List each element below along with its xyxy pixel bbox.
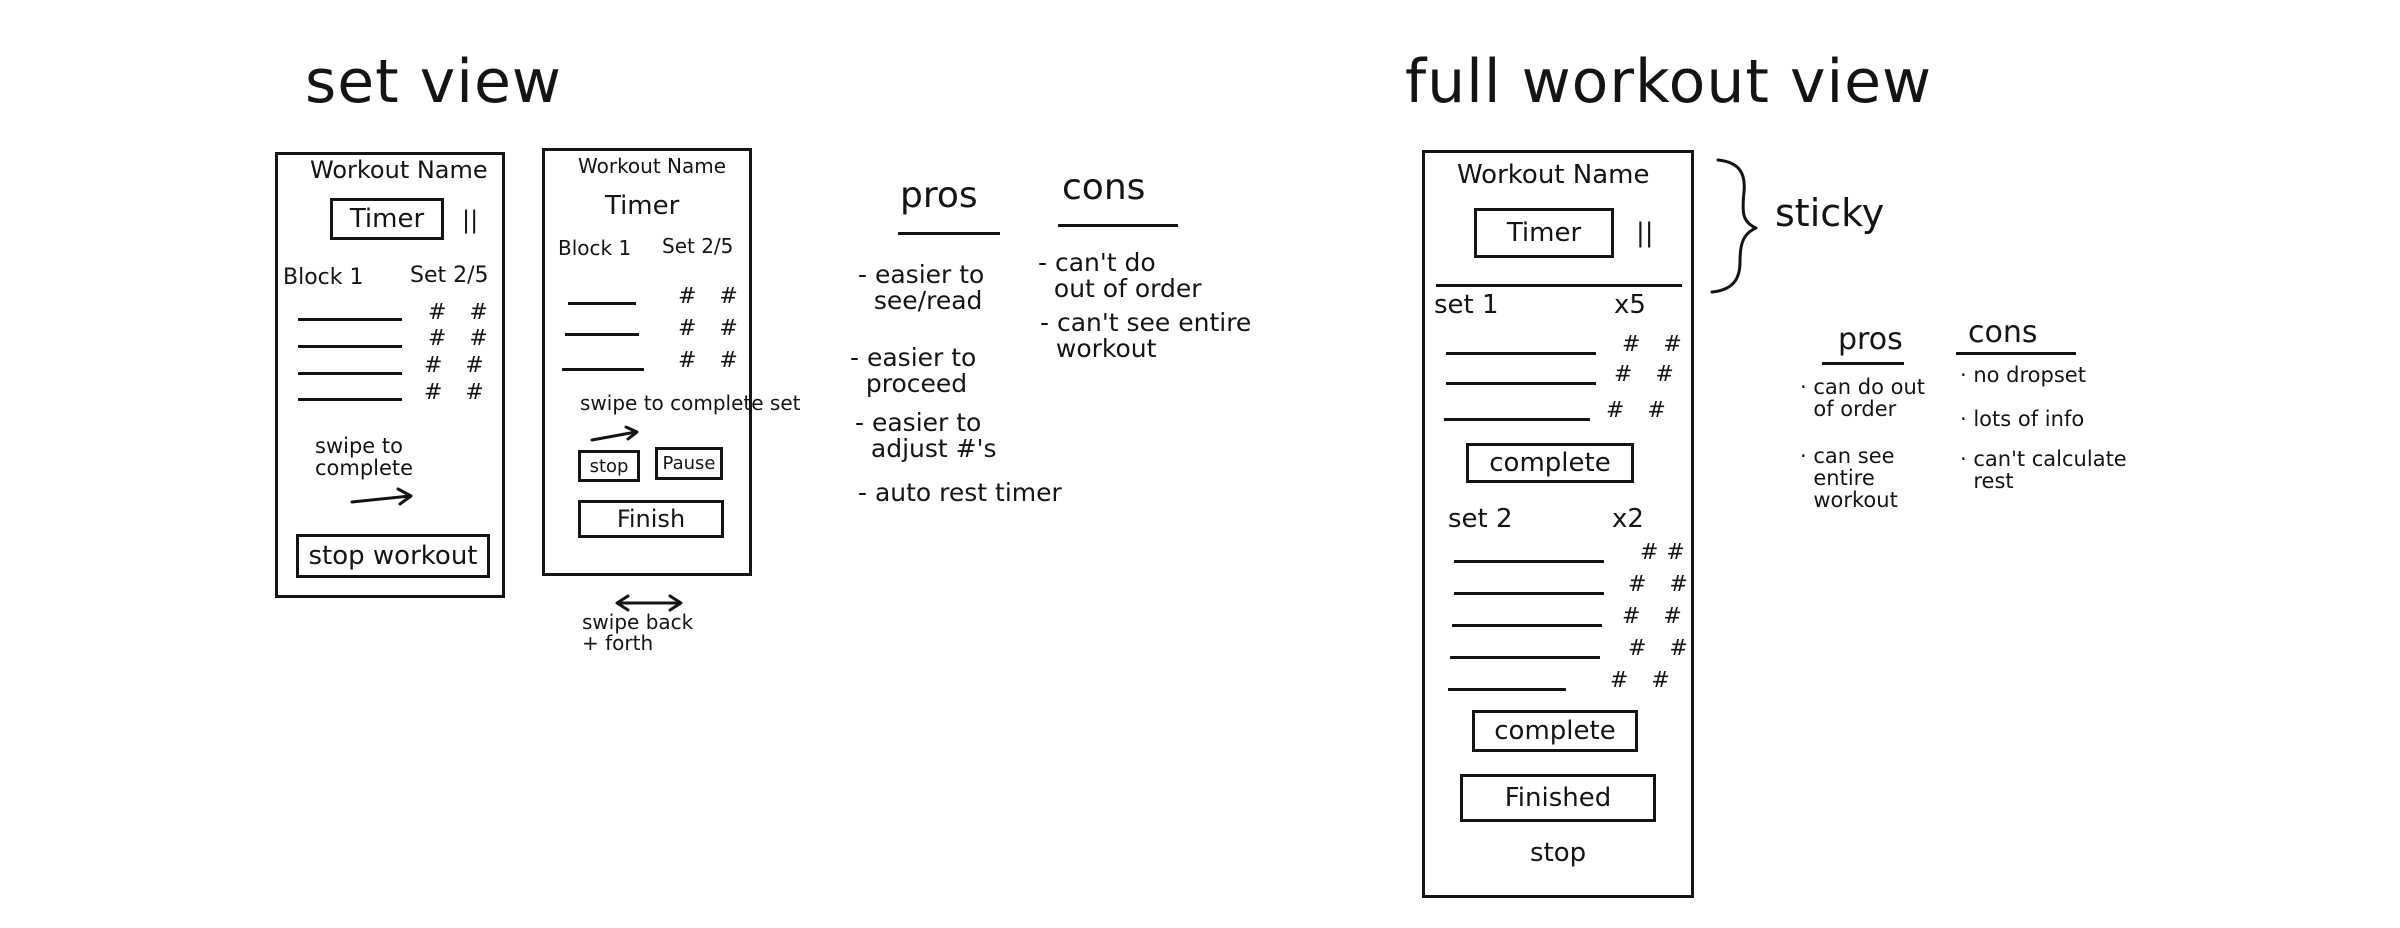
cons-underline — [1956, 352, 2076, 355]
sticky-note: sticky — [1775, 191, 1885, 235]
set-2-label: set 2 — [1448, 504, 1513, 534]
rep-weight-value: # # — [1606, 398, 1674, 423]
pros-item: · can see entire workout — [1800, 444, 1898, 513]
exercise-line — [1444, 418, 1590, 421]
set-view-wireframe-b — [542, 148, 752, 576]
rep-weight-value: # # — [1614, 362, 1682, 387]
timer-box: Timer — [330, 198, 444, 240]
set-view-wireframe-a — [275, 152, 505, 598]
set-1-label: set 1 — [1434, 290, 1499, 320]
cons-item: · can't calculate rest — [1960, 447, 2127, 494]
rep-weight-value: # # — [428, 326, 496, 351]
cons-heading: cons — [1968, 315, 2038, 350]
rep-weight-value: # # — [1628, 572, 1696, 597]
set-counter: Set 2/5 — [410, 263, 489, 288]
exercise-line — [1446, 352, 1596, 355]
workout-name-label: Workout Name — [310, 156, 488, 184]
pros-item: - easier to see/read — [858, 260, 985, 316]
exercise-line — [298, 318, 402, 321]
rep-weight-value: # # — [678, 316, 746, 341]
set-2-reps: x2 — [1612, 504, 1644, 534]
block-label: Block 1 — [558, 236, 632, 260]
exercise-line — [1448, 688, 1566, 691]
exercise-line — [565, 333, 639, 336]
finish-button: Finish — [578, 500, 724, 538]
swipe-right-arrow-icon — [590, 425, 639, 442]
set-counter: Set 2/5 — [662, 234, 734, 258]
swipe-to-complete-hint: swipe to complete — [315, 434, 414, 481]
rep-weight-value: # # — [428, 300, 496, 325]
exercise-line — [1452, 624, 1602, 627]
full-view-wireframe — [1422, 150, 1694, 898]
rep-weight-value: ## — [1640, 540, 1693, 565]
rep-weight-value: # # — [678, 284, 746, 309]
cons-item: - can't see entire workout — [1040, 308, 1252, 364]
rep-weight-value: # # — [678, 348, 746, 373]
cons-item: - can't do out of order — [1038, 248, 1202, 304]
rep-weight-value: # # — [1622, 332, 1690, 357]
workout-name-label: Workout Name — [1457, 160, 1650, 190]
full-workout-view-title: full workout view — [1405, 47, 1933, 117]
pros-heading: pros — [1838, 322, 1903, 357]
pros-item: - auto rest timer — [858, 478, 1062, 507]
exercise-line — [568, 302, 636, 305]
pause-icon: || — [462, 206, 479, 234]
timer-box: Timer — [1474, 208, 1614, 258]
pros-item: - easier to proceed — [850, 343, 977, 399]
stop-button: stop — [578, 450, 640, 482]
exercise-line — [298, 345, 402, 348]
complete-set-1-button: complete — [1466, 443, 1634, 483]
workout-name-label: Workout Name — [578, 154, 727, 178]
complete-set-2-button: complete — [1472, 710, 1638, 752]
exercise-line — [1454, 560, 1604, 563]
exercise-line — [1446, 382, 1596, 385]
pros-item: - easier to adjust #'s — [855, 408, 997, 464]
swipe-right-arrow-icon — [350, 487, 413, 506]
exercise-line — [1450, 656, 1600, 659]
cons-item: · lots of info — [1960, 407, 2085, 431]
pros-underline — [898, 232, 1000, 235]
pause-icon: || — [1636, 218, 1654, 248]
rep-weight-value: # # — [424, 380, 492, 405]
swipe-to-complete-hint: swipe to complete set — [580, 391, 801, 415]
rep-weight-value: # # — [1622, 604, 1690, 629]
cons-heading: cons — [1062, 167, 1146, 208]
rep-weight-value: # # — [1628, 636, 1696, 661]
finished-button: Finished — [1460, 774, 1656, 822]
rep-weight-value: # # — [1610, 668, 1678, 693]
pros-item: · can do out of order — [1800, 375, 1925, 422]
pros-underline — [1822, 362, 1904, 365]
swipe-back-forth-caption: swipe back + forth — [582, 610, 694, 655]
set-1-reps: x5 — [1614, 290, 1646, 320]
rep-weight-value: # # — [424, 353, 492, 378]
block-label: Block 1 — [283, 265, 364, 290]
cons-item: · no dropset — [1960, 363, 2086, 387]
cons-underline — [1058, 224, 1178, 227]
stop-label: stop — [1530, 838, 1587, 868]
sticky-brace-icon — [1710, 158, 1758, 294]
swipe-back-forth-arrow-icon — [615, 594, 683, 612]
timer-label: Timer — [605, 191, 680, 221]
set-view-title: set view — [305, 47, 562, 117]
exercise-line — [298, 398, 402, 401]
exercise-line — [562, 368, 644, 371]
sticky-divider — [1436, 284, 1682, 287]
exercise-line — [1454, 592, 1604, 595]
stop-workout-button: stop workout — [296, 534, 490, 578]
pause-button: Pause — [655, 447, 723, 480]
exercise-line — [298, 372, 402, 375]
pros-heading: pros — [900, 175, 978, 216]
